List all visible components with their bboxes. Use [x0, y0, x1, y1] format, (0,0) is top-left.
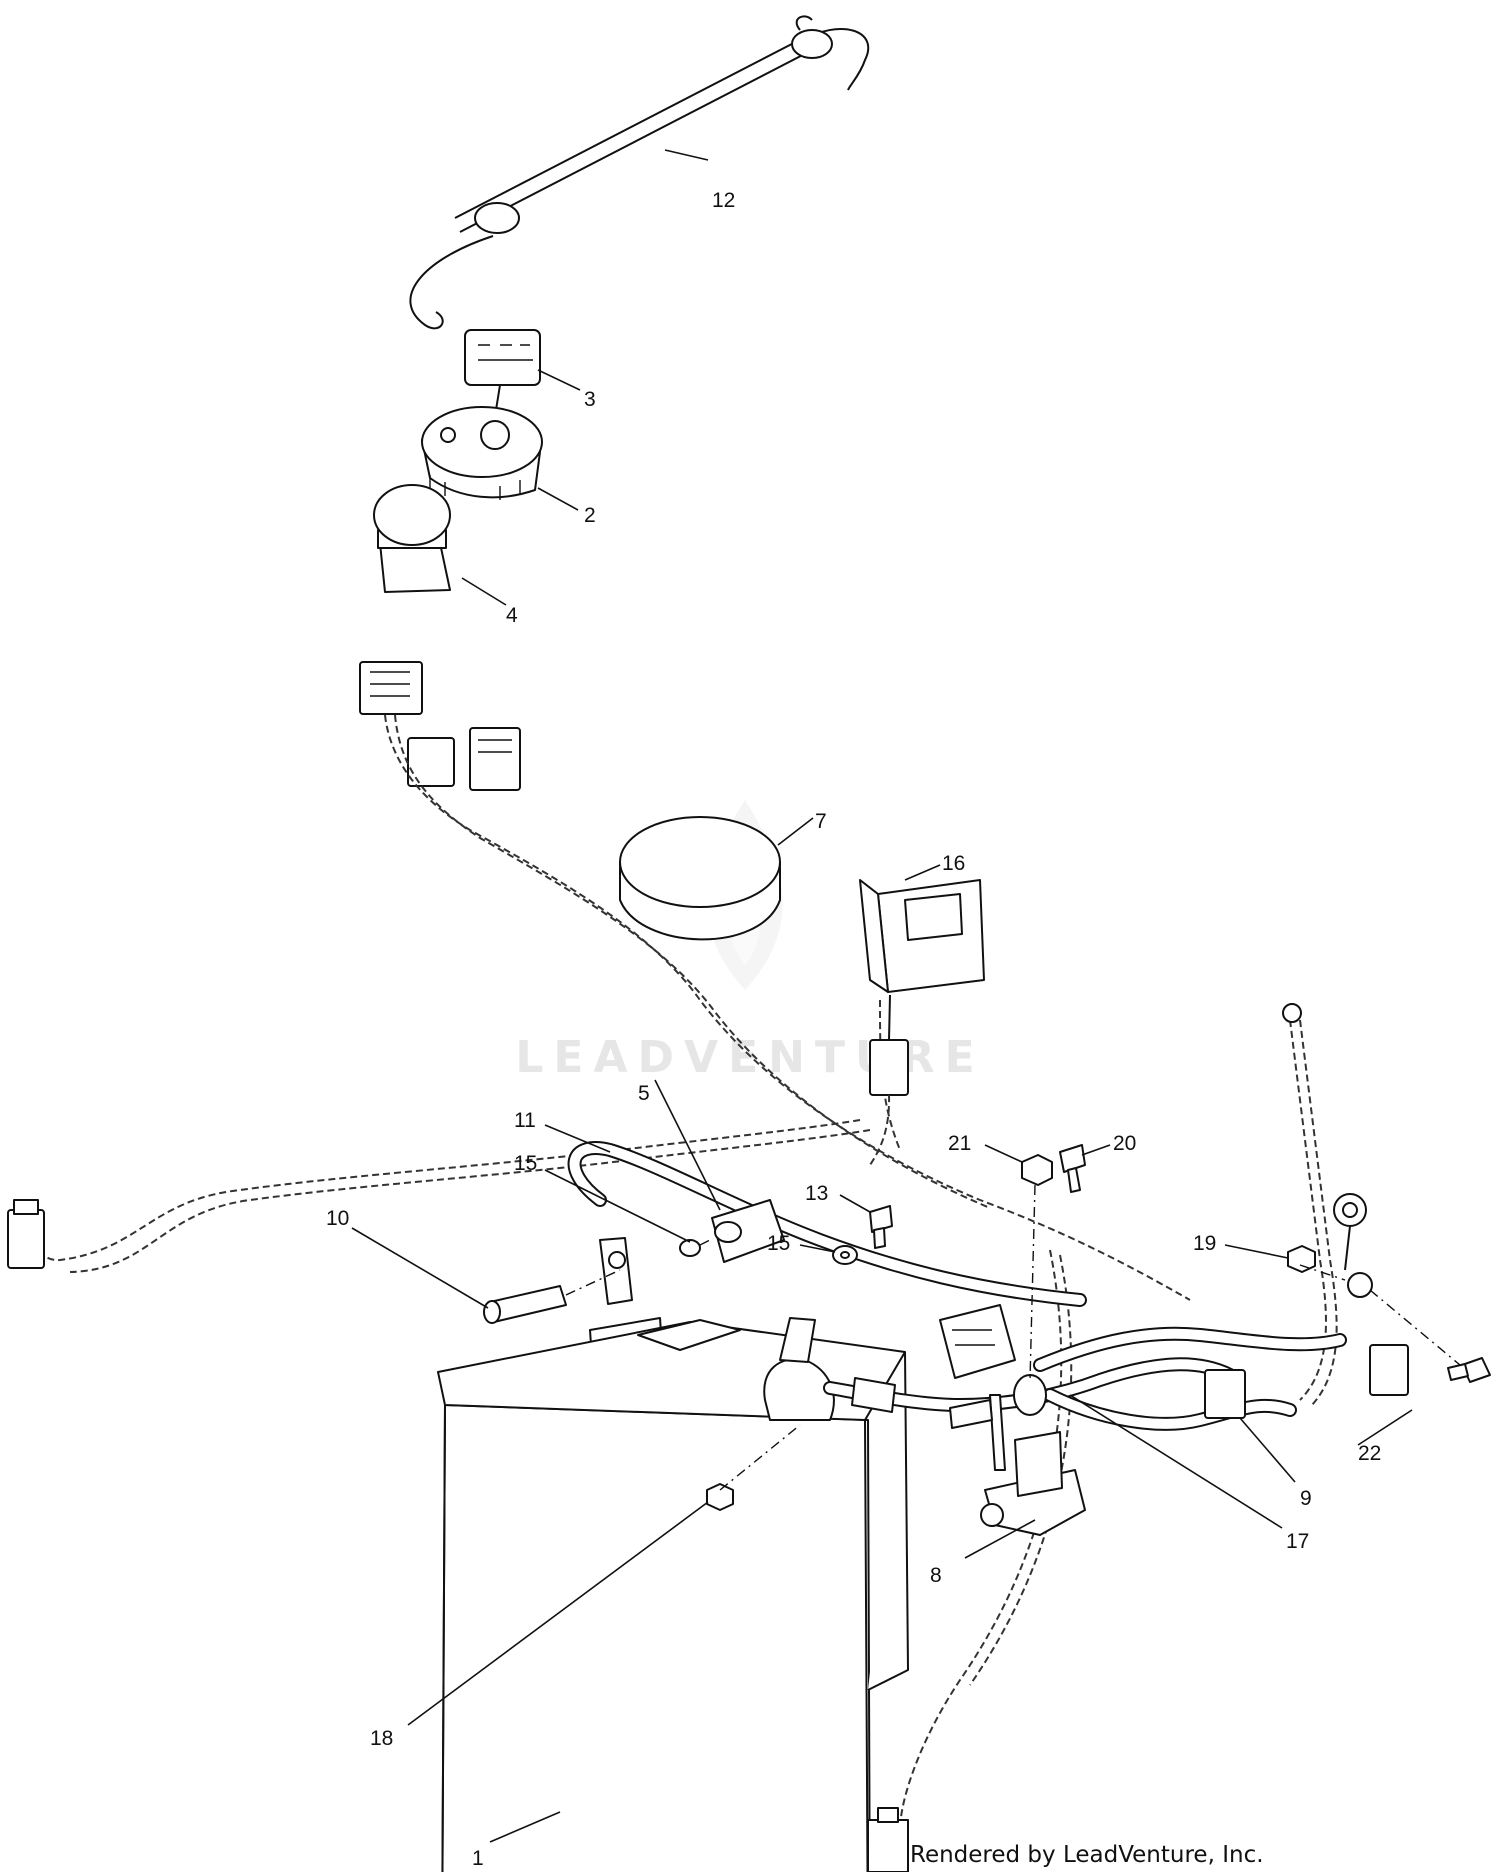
callout-17: 17	[1286, 1530, 1309, 1553]
part-3-key	[464, 329, 541, 411]
right-terminals	[1204, 1193, 1409, 1419]
part-5-terminal	[679, 1199, 785, 1263]
callout-9: 9	[1300, 1487, 1312, 1510]
harness-connector-block	[939, 1304, 1016, 1379]
callout-4: 4	[506, 604, 518, 627]
left-connector	[7, 1199, 45, 1269]
callouts: 12 3 2 4 7 16 11 5 15 10 21 20 19 13 15 …	[326, 189, 1381, 1870]
part-2-ignition-switch	[421, 406, 543, 500]
part-13-bolt	[869, 1205, 893, 1249]
callout-12: 12	[712, 189, 735, 212]
part-9-cable	[1043, 1388, 1297, 1431]
wire-harness	[35, 714, 1338, 1831]
callout-11: 11	[514, 1109, 536, 1132]
watermark-text: LEADVENTURE	[515, 1032, 984, 1083]
callout-1: 1	[472, 1847, 484, 1870]
callout-16: 16	[942, 852, 965, 875]
callout-7: 7	[815, 810, 827, 833]
part-8-solenoid	[949, 1374, 1086, 1536]
callout-13: 13	[805, 1182, 828, 1205]
callout-15-upper: 15	[514, 1152, 537, 1175]
callout-20: 20	[1113, 1132, 1136, 1155]
part-22-bolt	[1447, 1357, 1491, 1383]
leader-lines	[351, 149, 1413, 1843]
callout-10: 10	[326, 1207, 349, 1230]
part-1-battery	[437, 1317, 909, 1872]
harness-connectors	[359, 661, 521, 791]
part-15-washer	[832, 1245, 858, 1265]
callout-15-lower: 15	[767, 1232, 790, 1255]
callout-22: 22	[1358, 1442, 1381, 1465]
callout-21: 21	[948, 1132, 971, 1155]
part-4-pto-switch	[373, 484, 451, 593]
callout-18: 18	[370, 1727, 393, 1750]
part-19-nut	[1287, 1245, 1316, 1273]
callout-3: 3	[584, 388, 596, 411]
part-7-pad	[619, 816, 781, 941]
part-20-bolt	[1059, 1144, 1086, 1193]
credit-text: Rendered by LeadVenture, Inc.	[910, 1842, 1264, 1868]
assembly-lines	[565, 1184, 1461, 1491]
callout-5: 5	[638, 1082, 650, 1105]
callout-19: 19	[1193, 1232, 1216, 1255]
part-10-pin	[483, 1285, 567, 1324]
part-12-rod	[409, 15, 870, 330]
part-16-hour-meter	[859, 879, 985, 1166]
part-17-cable	[1033, 1326, 1347, 1372]
callout-8: 8	[930, 1564, 942, 1587]
part-18-nut	[706, 1483, 734, 1511]
part-21-nut	[1021, 1154, 1053, 1186]
bottom-connector	[867, 1807, 909, 1872]
part-11-battery-cable	[567, 1141, 1087, 1307]
callout-2: 2	[584, 504, 596, 527]
